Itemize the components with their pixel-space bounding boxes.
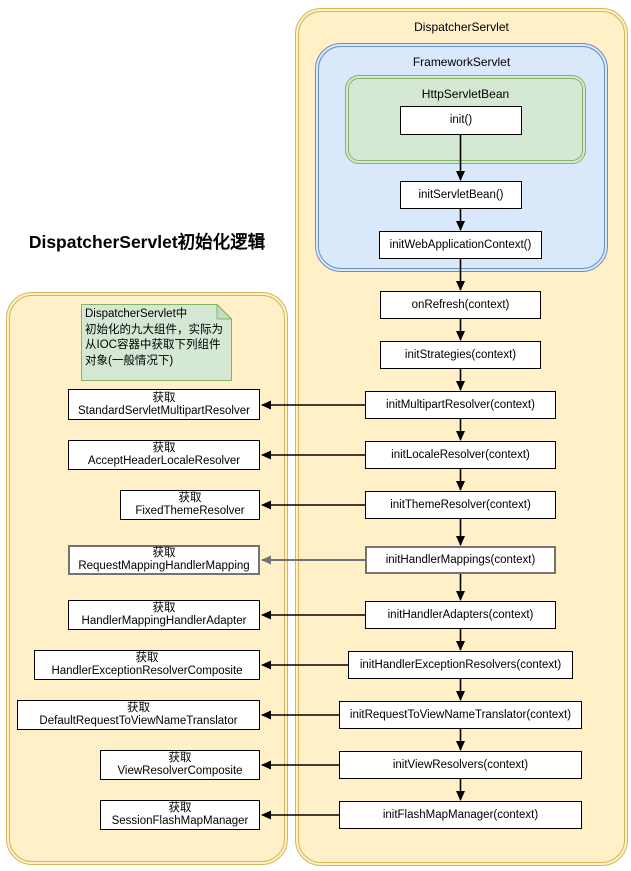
component-node-standard-servlet-multipart-resolver: 获取 StandardServletMultipartResolver: [68, 389, 260, 420]
flow-node-init-servlet-bean: initServletBean(): [400, 181, 522, 209]
get-label: 获取: [135, 652, 159, 664]
get-label: 获取: [168, 802, 192, 814]
flow-node-label: initMultipartResolver(context): [386, 398, 535, 411]
flow-node-init: init(): [400, 106, 522, 135]
flow-node-label: initHandlerAdapters(context): [387, 608, 534, 621]
component-name: FixedThemeResolver: [135, 505, 245, 517]
note-line: 初始化的九大组件，实际为: [85, 323, 223, 336]
flow-node-init-handler-adapters: initHandlerAdapters(context): [365, 601, 556, 629]
component-node-fixed-theme-resolver: 获取 FixedThemeResolver: [120, 490, 260, 520]
flow-node-init-web-application-context: initWebApplicationContext(): [379, 231, 542, 259]
component-name: ViewResolverComposite: [117, 765, 243, 777]
component-node-request-mapping-handler-mapping: 获取 RequestMappingHandlerMapping: [68, 545, 260, 575]
component-node-default-request-to-view-name-translator: 获取 DefaultRequestToViewNameTranslator: [17, 700, 260, 730]
component-name: HandlerMappingHandlerAdapter: [81, 615, 247, 627]
flow-node-label: initThemeResolver(context): [390, 498, 531, 511]
get-label: 获取: [152, 391, 176, 404]
framework-servlet-label: FrameworkServlet: [412, 55, 511, 69]
get-label: 获取: [178, 492, 202, 504]
flow-node-label: init(): [449, 114, 473, 126]
flow-node-label: initRequestToViewNameTranslator(context): [349, 708, 572, 721]
note-line: 对象(一般情况下): [85, 354, 174, 367]
flow-node-init-handler-mappings: initHandlerMappings(context): [365, 546, 556, 574]
flow-node-label: initServletBean(): [418, 188, 504, 201]
component-name: SessionFlashMapManager: [111, 815, 249, 827]
component-name: RequestMappingHandlerMapping: [78, 560, 250, 572]
flow-node-label: initLocaleResolver(context): [391, 448, 530, 461]
note-shape: [81, 304, 232, 381]
component-node-handler-mapping-handler-adapter: 获取 HandlerMappingHandlerAdapter: [68, 600, 260, 630]
component-name: AcceptHeaderLocaleResolver: [87, 455, 241, 467]
get-label: 获取: [152, 547, 176, 559]
flow-arrows: [261, 135, 465, 820]
get-label: 获取: [168, 752, 192, 764]
get-label: 获取: [152, 442, 176, 454]
component-name: HandlerExceptionResolverComposite: [51, 665, 243, 677]
flow-node-init-theme-resolver: initThemeResolver(context): [365, 491, 556, 519]
flow-node-init-view-resolvers: initViewResolvers(context): [339, 751, 582, 779]
component-name: DefaultRequestToViewNameTranslator: [39, 715, 238, 727]
note-line: 从IOC容器中获取下列组件: [85, 339, 221, 351]
flow-node-label: initHandlerMappings(context): [385, 553, 536, 566]
note-line: DispatcherServlet中: [85, 308, 188, 320]
flow-node-on-refresh: onRefresh(context): [380, 291, 541, 319]
note-text: DispatcherServlet中 初始化的九大组件，实际为 从IOC容器中获…: [85, 307, 228, 369]
note-folded-corner: [216, 304, 232, 320]
get-label: 获取: [127, 702, 150, 714]
note-sticky: DispatcherServlet中 初始化的九大组件，实际为 从IOC容器中获…: [81, 304, 232, 381]
component-node-handler-exception-resolver-composite: 获取 HandlerExceptionResolverComposite: [34, 650, 260, 680]
flow-node-label: onRefresh(context): [411, 298, 510, 311]
http-servlet-bean-label: HttpServletBean: [421, 87, 510, 101]
flow-node-label: initHandlerExceptionResolvers(context): [359, 658, 562, 671]
flow-node-init-multipart-resolver: initMultipartResolver(context): [365, 391, 556, 419]
flow-node-init-strategies: initStrategies(context): [380, 341, 541, 369]
flow-node-label: initViewResolvers(context): [392, 758, 529, 771]
dispatcher-servlet-label: DispatcherServlet: [414, 20, 509, 34]
flow-node-init-handler-exception-resolvers: initHandlerExceptionResolvers(context): [348, 651, 573, 679]
component-node-session-flash-map-manager: 获取 SessionFlashMapManager: [100, 800, 260, 830]
flow-node-label: initWebApplicationContext(): [389, 238, 532, 251]
page-title: DispatcherServlet初始化逻辑: [28, 232, 266, 252]
flow-node-label: initFlashMapManager(context): [382, 808, 539, 821]
component-name: StandardServletMultipartResolver: [78, 404, 250, 417]
get-label: 获取: [152, 602, 176, 614]
flow-node-init-flash-map-manager: initFlashMapManager(context): [339, 801, 582, 829]
flow-node-init-locale-resolver: initLocaleResolver(context): [365, 441, 556, 469]
flow-node-label: initStrategies(context): [404, 348, 517, 361]
component-node-view-resolver-composite: 获取 ViewResolverComposite: [100, 750, 260, 780]
component-node-accept-header-locale-resolver: 获取 AcceptHeaderLocaleResolver: [68, 440, 260, 470]
flow-node-init-request-to-view-name-translator: initRequestToViewNameTranslator(context): [339, 701, 582, 729]
